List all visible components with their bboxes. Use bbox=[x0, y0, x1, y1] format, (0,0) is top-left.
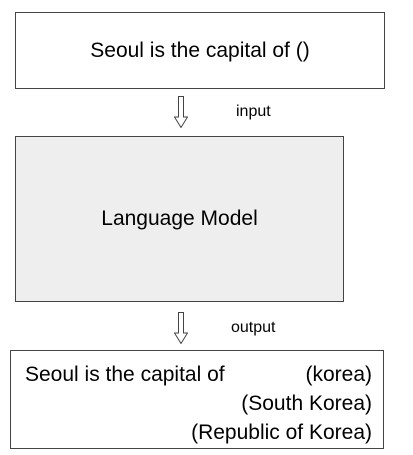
output-option: (korea) bbox=[305, 363, 372, 386]
down-arrow-icon bbox=[174, 96, 188, 128]
down-arrow-icon bbox=[174, 312, 188, 344]
input-sentence-box: Seoul is the capital of () bbox=[15, 12, 385, 89]
output-box: Seoul is the capital of (korea) (South K… bbox=[10, 350, 384, 449]
input-sentence-text: Seoul is the capital of () bbox=[90, 38, 310, 62]
output-arrow-label: output bbox=[231, 319, 276, 336]
output-option: (South Korea) bbox=[241, 392, 372, 415]
language-model-box: Language Model bbox=[15, 136, 344, 302]
input-arrow-label: input bbox=[236, 103, 271, 120]
output-prefix-text: Seoul is the capital of bbox=[25, 363, 225, 386]
language-model-label: Language Model bbox=[101, 207, 258, 230]
output-option: (Republic of Korea) bbox=[191, 421, 372, 444]
